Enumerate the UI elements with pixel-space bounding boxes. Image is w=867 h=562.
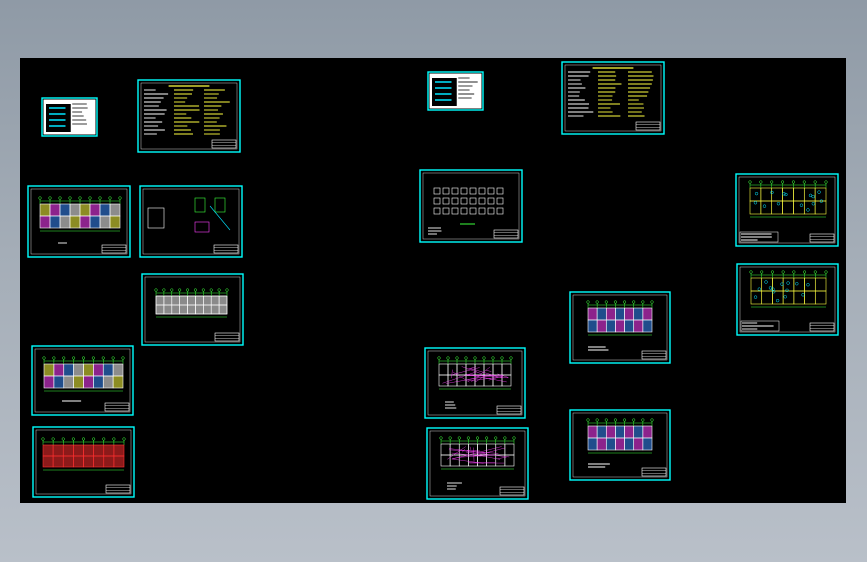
drawing-sheet-floor-plan-mid-1[interactable] [569,291,671,364]
drawing-sheet-beam-plan-red[interactable] [32,426,135,498]
drawing-sheet-cover-left[interactable] [41,97,98,137]
drawing-sheet-roof-plan-gray[interactable] [141,273,244,346]
drawing-sheet-floor-plan-right-2[interactable] [736,263,839,336]
sheet-frame [736,263,839,336]
sheet-frame [139,185,243,258]
drawing-sheet-plan-lower-1[interactable] [424,347,526,419]
drawing-sheet-foundation-plan-color[interactable] [27,185,131,258]
drawing-sheet-floor-plan-right-1[interactable] [735,173,839,247]
sheet-frame [137,79,241,153]
drawing-sheet-design-notes-2[interactable] [561,61,665,135]
drawing-sheet-floor-plan-left-a[interactable] [31,345,134,416]
drawing-sheet-column-schedule[interactable] [419,169,523,243]
cad-model-space [27,61,839,500]
drawing-sheet-details-sheet[interactable] [139,185,243,258]
drawing-sheet-plan-lower-2[interactable] [426,427,529,500]
drawing-sheet-design-notes-1[interactable] [137,79,241,153]
sheet-frame [561,61,665,135]
drawing-sheet-cover-right[interactable] [427,71,484,111]
drawing-sheet-floor-plan-mid-2[interactable] [569,409,671,481]
cad-drawing-viewport[interactable] [20,58,846,503]
